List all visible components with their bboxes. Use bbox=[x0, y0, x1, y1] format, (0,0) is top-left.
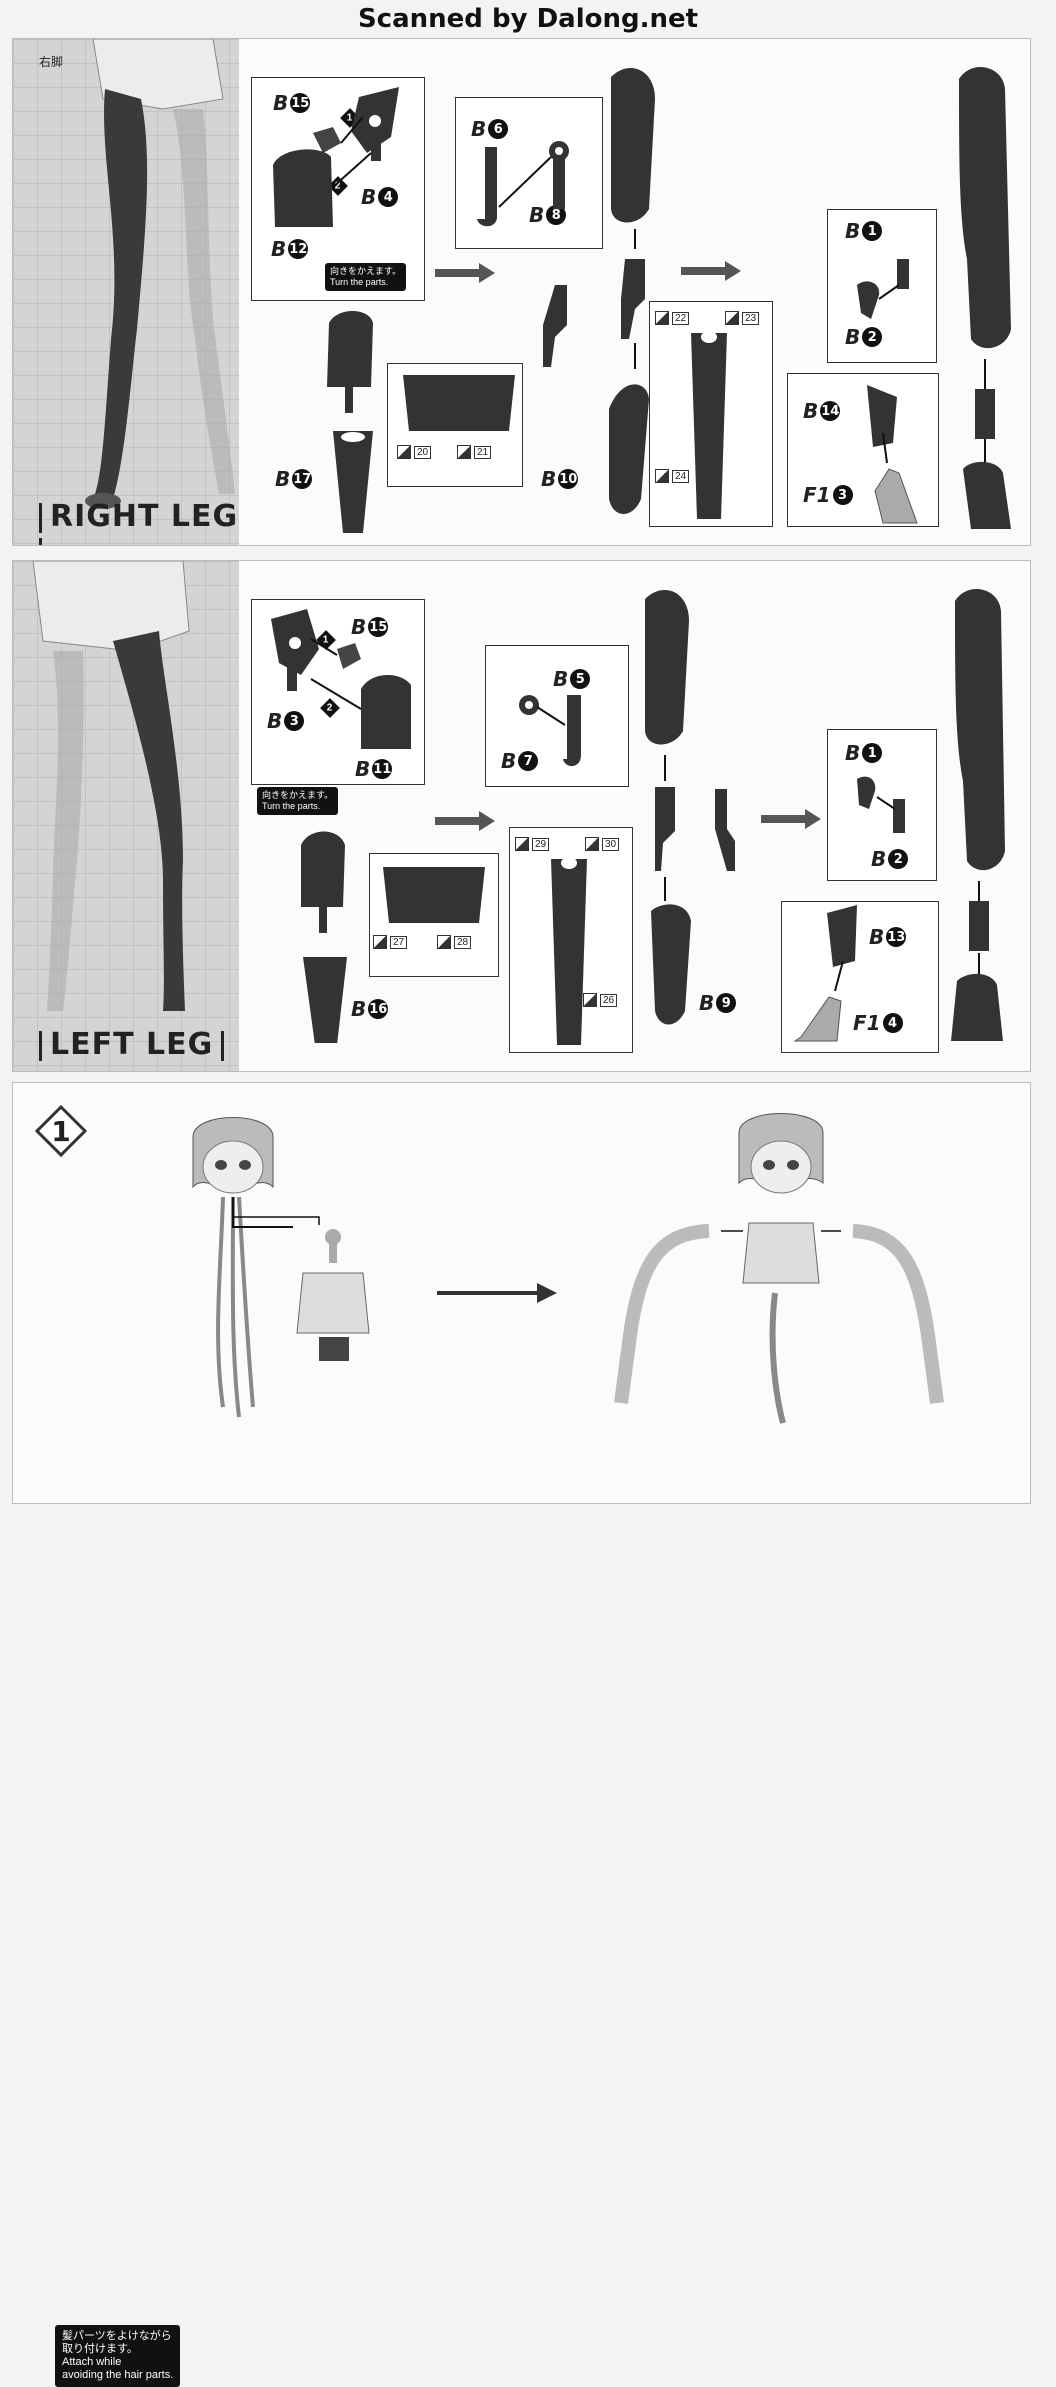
step-1-panel: 1 髪パーツをよけながら 取り付けます。 Attach while avoidi… bbox=[12, 1082, 1031, 2387]
left-thigh-sticker-illustration bbox=[383, 867, 485, 923]
left-leg-assembly-illustration bbox=[645, 590, 691, 1025]
step-1-badge-shape bbox=[34, 1104, 88, 1158]
attach-hair-note: 髪パーツをよけながら 取り付けます。 Attach while avoiding… bbox=[55, 2325, 181, 2387]
flow-arrow-1 bbox=[435, 811, 495, 831]
flow-arrow-step1 bbox=[437, 1283, 557, 1303]
right-thigh-part-illustration bbox=[327, 311, 373, 533]
sticker-29: 29 bbox=[515, 837, 550, 851]
left-leg-figure-illustration bbox=[32, 561, 190, 1011]
left-knee-joint-box bbox=[485, 645, 629, 787]
sticker-30: 30 bbox=[585, 837, 620, 851]
right-leg-completed-illustration bbox=[959, 66, 1011, 529]
turn-parts-callout: 向きをかえます。Turn the parts. bbox=[325, 263, 407, 291]
sticker-28: 28 bbox=[437, 935, 472, 949]
right-leg-assembly-illustration bbox=[609, 68, 655, 514]
sticker-22: 22 bbox=[655, 311, 690, 325]
right-foot-box bbox=[787, 373, 939, 527]
left-thigh-part-illustration bbox=[301, 831, 347, 1043]
sticker-26: 26 bbox=[583, 993, 618, 1007]
right-leg-jp-label: 右脚 bbox=[39, 55, 64, 69]
turn-parts-callout: 向きをかえます。Turn the parts. bbox=[257, 787, 339, 815]
right-knee-detail-illustration bbox=[543, 285, 567, 367]
step-1-badge: 1 bbox=[34, 1104, 88, 1158]
sticker-27: 27 bbox=[373, 935, 408, 949]
left-leg-sidebar: 左脚 LEFT LEG bbox=[13, 561, 239, 1071]
left-ankle-joint-box bbox=[827, 729, 937, 881]
right-leg-sidebar: 右脚 RIGHT LEG bbox=[13, 39, 239, 545]
left-shin-illustration bbox=[551, 857, 587, 1045]
assembled-upper-body-illustration bbox=[614, 1113, 944, 1424]
watermark: Scanned by Dalong.net bbox=[357, 4, 699, 34]
right-hip-parts-illustration bbox=[273, 87, 399, 227]
right-knee-joint-box bbox=[455, 97, 603, 249]
sticker-20: 20 bbox=[397, 445, 432, 459]
right-foot-parts-illustration bbox=[867, 385, 918, 524]
flow-arrow-2 bbox=[761, 809, 821, 829]
left-leg-title: LEFT LEG bbox=[31, 1027, 232, 1062]
right-knee-joint-illustration bbox=[477, 141, 569, 227]
right-thigh-sticker-illustration bbox=[403, 375, 515, 431]
left-hip-parts-illustration bbox=[271, 609, 411, 749]
head-with-hair-illustration bbox=[192, 1117, 293, 1418]
right-shin-illustration bbox=[691, 331, 727, 519]
left-foot-parts-illustration bbox=[793, 905, 857, 1042]
left-knee-detail-illustration bbox=[715, 789, 735, 871]
right-leg-title: RIGHT LEG bbox=[31, 499, 239, 545]
flow-arrow-2 bbox=[681, 261, 741, 281]
sticker-24: 24 bbox=[655, 469, 690, 483]
right-ankle-joint-box bbox=[827, 209, 937, 363]
right-leg-figure-illustration bbox=[85, 39, 235, 509]
right-ankle-joint-illustration bbox=[857, 259, 909, 319]
left-leg-completed-illustration bbox=[951, 588, 1005, 1041]
neck-arrow-line bbox=[232, 1216, 320, 1227]
sticker-21: 21 bbox=[457, 445, 492, 459]
left-knee-joint-illustration bbox=[519, 695, 581, 767]
sticker-23: 23 bbox=[725, 311, 760, 325]
left-ankle-joint-illustration bbox=[857, 776, 905, 833]
torso-part-illustration bbox=[296, 1229, 370, 1361]
left-leg-panel: 左脚 LEFT LEG B15 B3 B11 1 2 向きをかえます。Turn … bbox=[12, 560, 1031, 1072]
step-1-number: 1 bbox=[51, 1114, 71, 1148]
flow-arrow-1 bbox=[435, 263, 495, 283]
